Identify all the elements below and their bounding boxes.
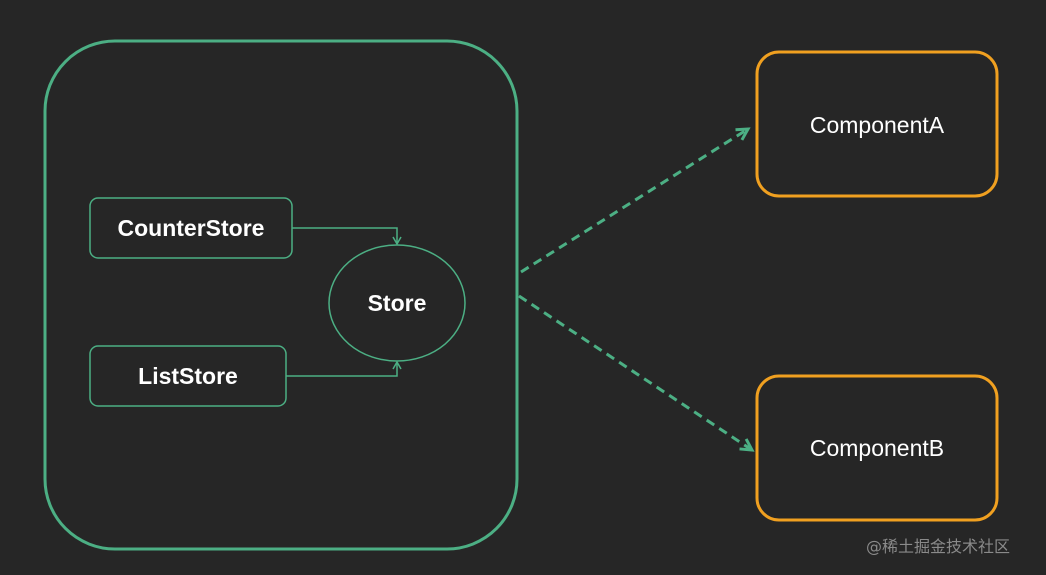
counter-store-node: CounterStore xyxy=(89,197,293,259)
list-store-node: ListStore xyxy=(89,345,287,407)
counter-to-store-connector xyxy=(292,227,402,246)
counter-store-label: CounterStore xyxy=(118,215,265,241)
store-label: Store xyxy=(368,290,427,316)
component-a-label: ComponentA xyxy=(810,112,945,138)
component-b-node: ComponentB xyxy=(755,374,999,522)
list-to-store-connector xyxy=(286,360,402,377)
list-store-label: ListStore xyxy=(138,363,238,389)
container-to-component-b-arrow xyxy=(518,294,752,450)
container-to-component-a-arrow xyxy=(520,129,748,274)
store-container xyxy=(43,39,519,551)
component-a-node: ComponentA xyxy=(755,50,999,198)
store-node: Store xyxy=(328,244,466,362)
component-b-label: ComponentB xyxy=(810,435,944,461)
watermark-text: @稀土掘金技术社区 xyxy=(866,537,1011,556)
